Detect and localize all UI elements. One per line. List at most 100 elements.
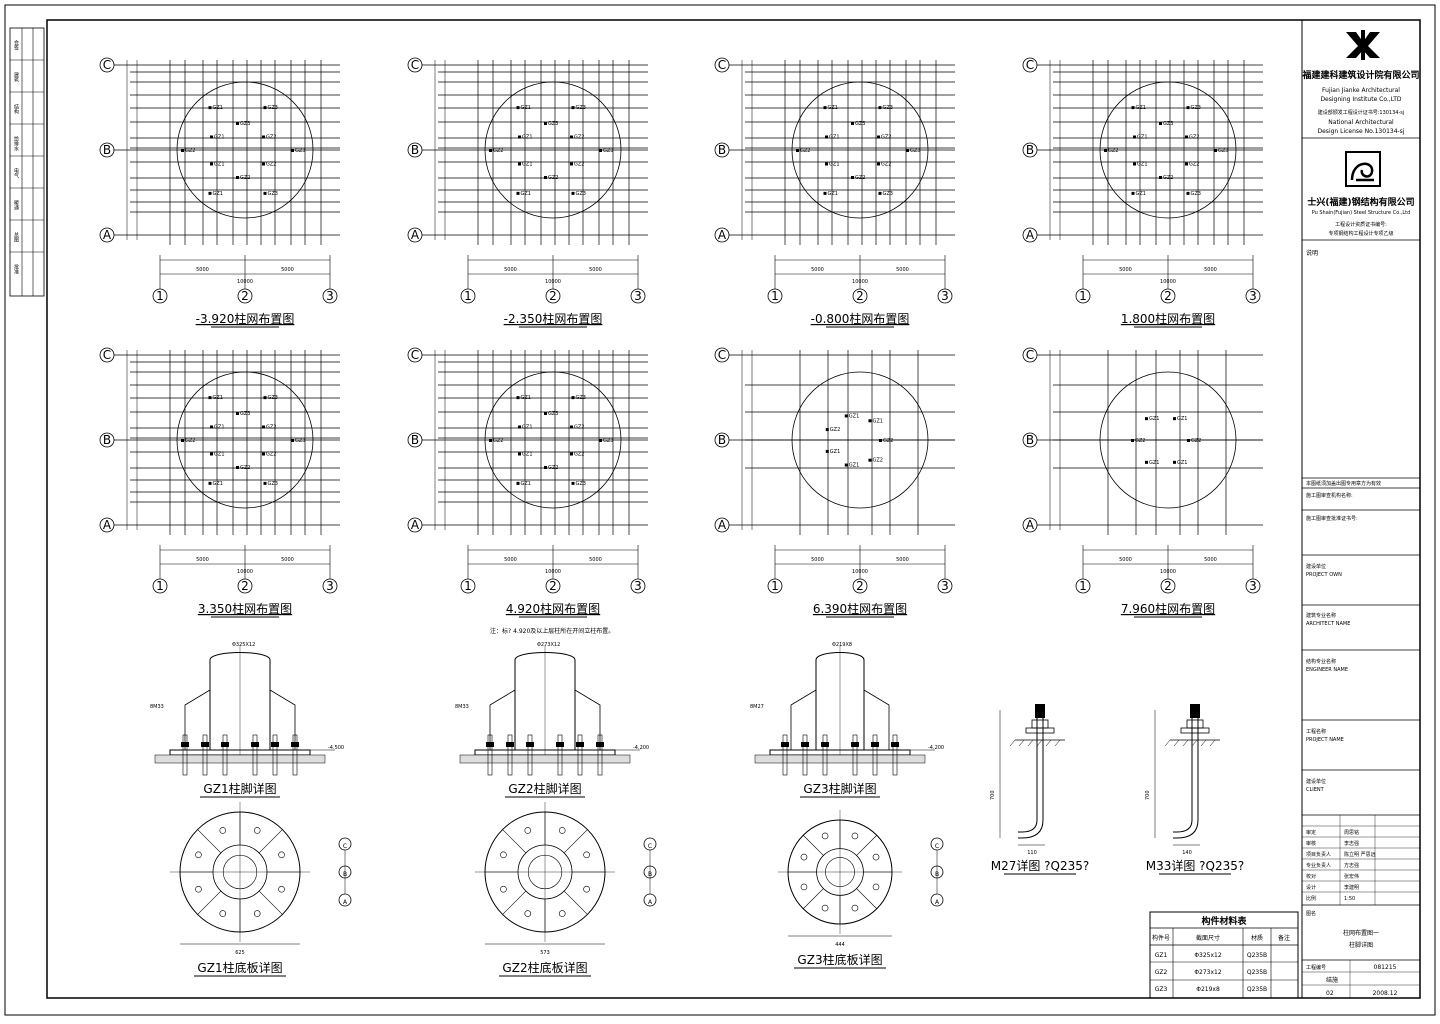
column-label: GZ3 [1191, 105, 1201, 111]
column-label: GZ1 [213, 481, 223, 487]
column-mark [878, 106, 882, 110]
axis-label-2: 2 [1164, 289, 1172, 303]
review-cert-label: 施工图审查批准证书号: [1306, 515, 1358, 522]
bolt-hole [558, 827, 566, 834]
axis-label-2: 2 [1164, 579, 1172, 593]
axis-label-A: A [411, 518, 420, 532]
column-mark [569, 425, 573, 429]
bolt-hole [524, 827, 532, 834]
column-mark [906, 149, 909, 152]
column-label: GZ1 [828, 105, 838, 111]
anchor-bolt [182, 734, 188, 776]
bolt-nut [871, 742, 879, 747]
axis-label-A: A [103, 518, 112, 532]
column-mark [489, 439, 492, 442]
dim-span-total: 10000 [852, 569, 868, 575]
strip-label: 暖通 [13, 199, 19, 211]
dim-span-right: 5000 [1204, 557, 1217, 563]
column-mark [844, 463, 848, 467]
column-mark [1133, 135, 1137, 139]
stiffener-rib [502, 890, 527, 915]
dim-span-left: 5000 [196, 267, 209, 273]
column-label: GZ3 [855, 121, 865, 127]
bolt-nut [891, 742, 899, 747]
column-mark [1145, 417, 1148, 421]
bolt-hole [821, 904, 829, 912]
stiffener-right [574, 689, 601, 750]
dim-span-right: 5000 [589, 557, 602, 563]
column-label: GZ3 [910, 148, 920, 154]
anchor-label: 8M33 [455, 704, 469, 710]
column-pipe [815, 652, 865, 751]
column-mark [544, 176, 547, 179]
column-mark [261, 425, 265, 429]
plan-title: 3.350柱网布置图 [198, 601, 292, 616]
bolt-embed-dim: 700 [1145, 790, 1151, 800]
column-mark [1173, 460, 1176, 464]
anchor-label: 8M27 [750, 704, 764, 710]
column-mark [518, 452, 522, 456]
axis-label-C: C [103, 348, 111, 362]
column-label: GZ1 [1137, 162, 1147, 168]
engineer-label: 结构专业名称 [1306, 658, 1336, 665]
dim-span-right: 5000 [281, 267, 294, 273]
dim-span-total: 10000 [1160, 279, 1176, 285]
column-label: GZ2 [1163, 175, 1173, 181]
column-label: GZ2 [266, 425, 276, 431]
column-mark [210, 162, 214, 166]
mt-header: 备注 [1278, 934, 1290, 942]
column-label: GZ3 [268, 395, 278, 401]
stiffener-rib [803, 835, 824, 856]
plan-outline-circle [1099, 371, 1237, 509]
anchor-bolt [782, 734, 788, 776]
axis-label-3: 3 [941, 579, 949, 593]
column-mark [1159, 122, 1162, 125]
plan-title: 1.800柱网布置图 [1121, 311, 1215, 326]
bolt-embed-dim: 700 [990, 790, 996, 800]
anchor-bolt [852, 734, 858, 776]
anchor-bolt [202, 734, 208, 776]
grout-bed [459, 754, 631, 764]
column-label: GZ1 [1177, 460, 1187, 466]
bolt-nut [221, 742, 229, 747]
client-label: 建设单位 [1306, 778, 1326, 785]
dim-span-right: 5000 [1204, 267, 1217, 273]
axis-label-1: 1 [771, 579, 779, 593]
plan-title: -3.920柱网布置图 [196, 311, 295, 326]
owner-sub: PROJECT OWN [1306, 572, 1342, 578]
sign-name: 陈立明 严思远 [1344, 851, 1376, 858]
column-label: GZ1 [213, 191, 223, 197]
dim-span-right: 5000 [896, 267, 909, 273]
foot-title: GZ2柱脚详图 [508, 781, 581, 796]
architect-sub: ARCHITECT NAME [1306, 621, 1350, 627]
axis-label-2: 2 [549, 289, 557, 303]
column-label: GZ3 [883, 191, 893, 197]
anchor-bolt [802, 734, 808, 776]
bolt-nut [821, 742, 829, 747]
column-label: GZ2 [266, 135, 276, 141]
sign-name: 周思铭 [1344, 829, 1359, 836]
column-mark [236, 122, 239, 125]
plate-width: 573 [540, 950, 550, 956]
plan-title: -0.800柱网布置图 [811, 311, 910, 326]
axis-label-B: B [1026, 433, 1034, 447]
plate-axis-label: A [648, 899, 653, 906]
mt-cell: Φ219x8 [1196, 986, 1220, 993]
bolt-thread [1035, 704, 1045, 718]
column-label: GZ3 [295, 438, 305, 444]
column-label: GZ1 [829, 135, 839, 141]
column-label: GZ2 [493, 148, 503, 154]
axis-label-1: 1 [464, 289, 472, 303]
axis-label-A: A [718, 518, 727, 532]
column-mark [263, 106, 267, 110]
column-label: GZ2 [240, 175, 250, 181]
bolt-hole [500, 851, 507, 859]
plan-title: -2.350柱网布置图 [504, 311, 603, 326]
client-sub: CLIENT [1306, 787, 1325, 793]
plan-outline-circle [176, 81, 314, 219]
plate-axis-label: A [343, 899, 348, 906]
